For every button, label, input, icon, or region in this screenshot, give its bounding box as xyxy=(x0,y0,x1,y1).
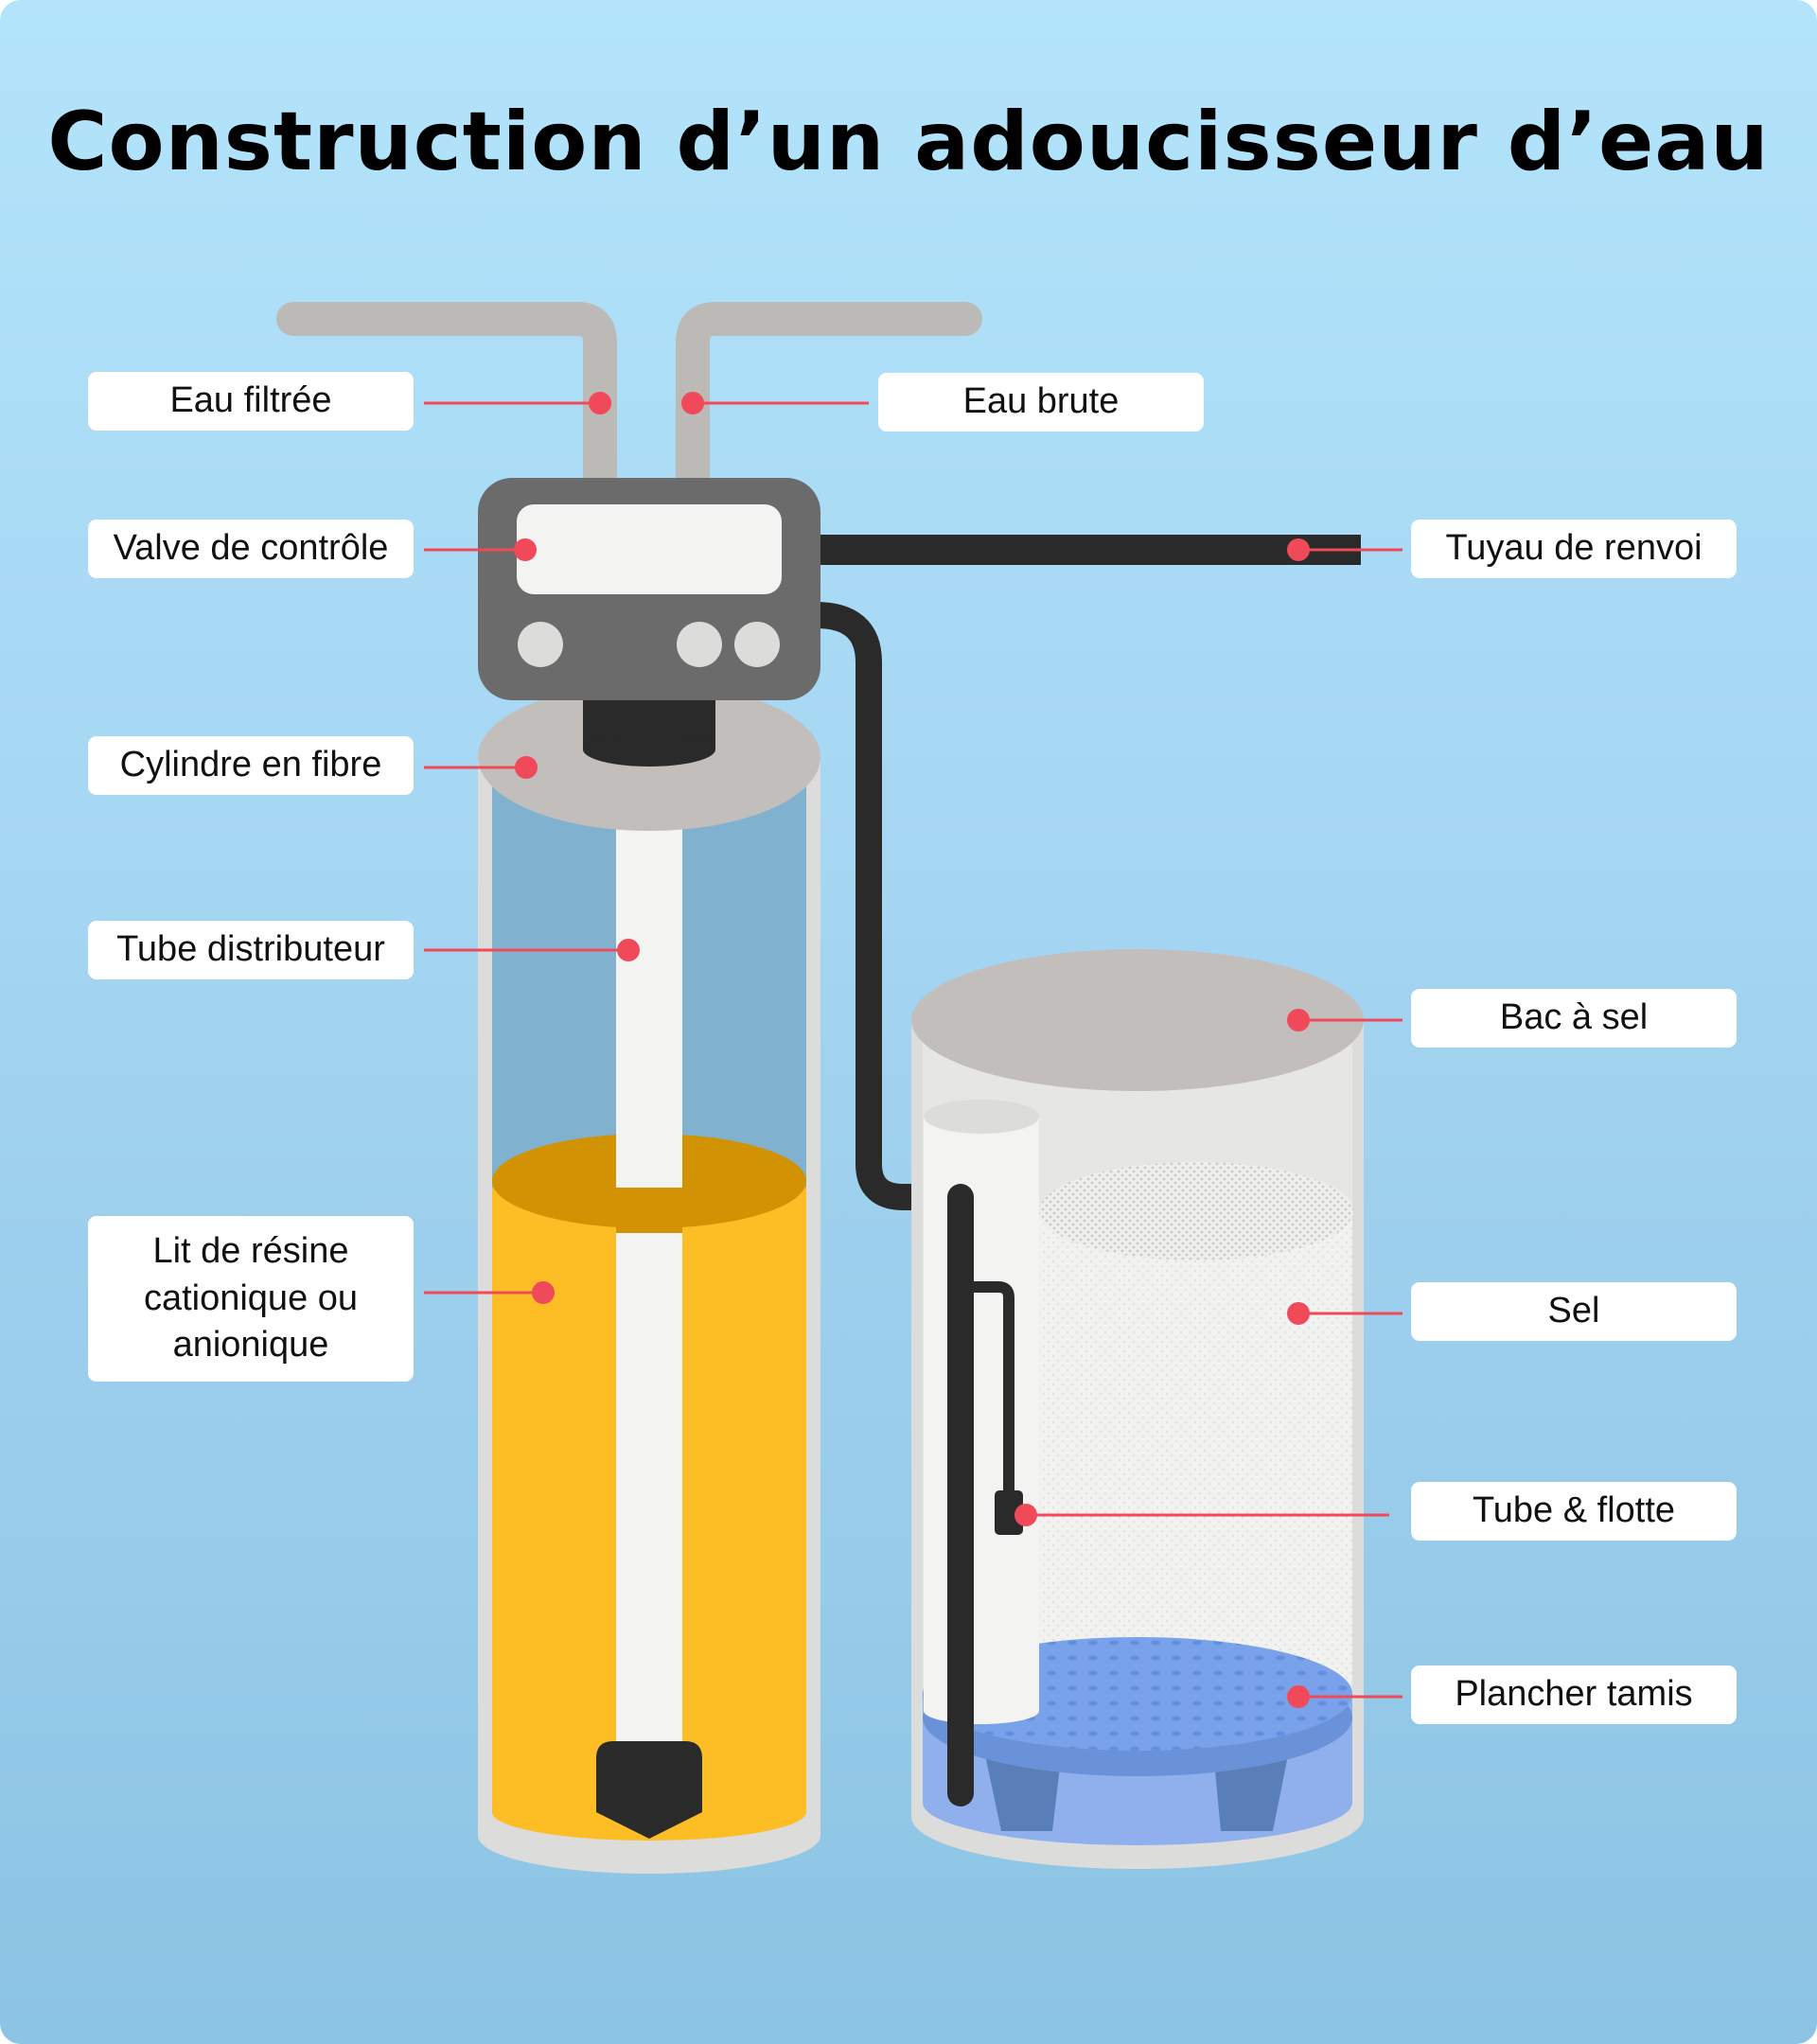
page-title: Construction d’un adoucisseur d’eau xyxy=(47,95,1770,189)
grid-plate-leg xyxy=(984,1751,1062,1831)
label-eau-brute: Eau brute xyxy=(878,373,1204,432)
drain-hose xyxy=(814,535,1361,565)
valve-button xyxy=(734,622,780,667)
filtered-water-pipe xyxy=(276,302,617,495)
label-tuyau-de-renvoi: Tuyau de renvoi xyxy=(1411,520,1737,578)
bottom-strainer xyxy=(596,1741,702,1839)
salt-tank xyxy=(911,949,1364,1869)
valve-button xyxy=(677,622,722,667)
valve-display xyxy=(517,504,782,594)
label-cylindre-en-fibre: Cylindre en fibre xyxy=(88,736,414,795)
label-tube-distributeur: Tube distributeur xyxy=(88,921,414,979)
label-eau-filtree: Eau filtrée xyxy=(88,372,414,431)
callout-lines xyxy=(424,392,1402,1708)
distributor-tube xyxy=(616,823,682,1770)
valve-button xyxy=(518,622,563,667)
fiber-cylinder xyxy=(478,683,820,1874)
label-plancher-tamis: Plancher tamis xyxy=(1411,1665,1737,1724)
brine-well xyxy=(924,1117,1039,1711)
grid-plate-leg xyxy=(1213,1751,1289,1831)
label-tube-et-flotte: Tube & flotte xyxy=(1411,1482,1737,1541)
label-sel: Sel xyxy=(1411,1282,1737,1341)
control-valve xyxy=(478,478,820,700)
float-tube xyxy=(961,1281,1014,1505)
label-valve-de-controle: Valve de contrôle xyxy=(88,520,414,578)
float xyxy=(995,1490,1023,1535)
label-bac-a-sel: Bac à sel xyxy=(1411,989,1737,1048)
label-lit-de-resine: Lit de résine cationique ou anionique xyxy=(88,1216,414,1382)
raw-water-pipe xyxy=(676,302,982,495)
salt-tank-lid xyxy=(911,949,1364,1091)
